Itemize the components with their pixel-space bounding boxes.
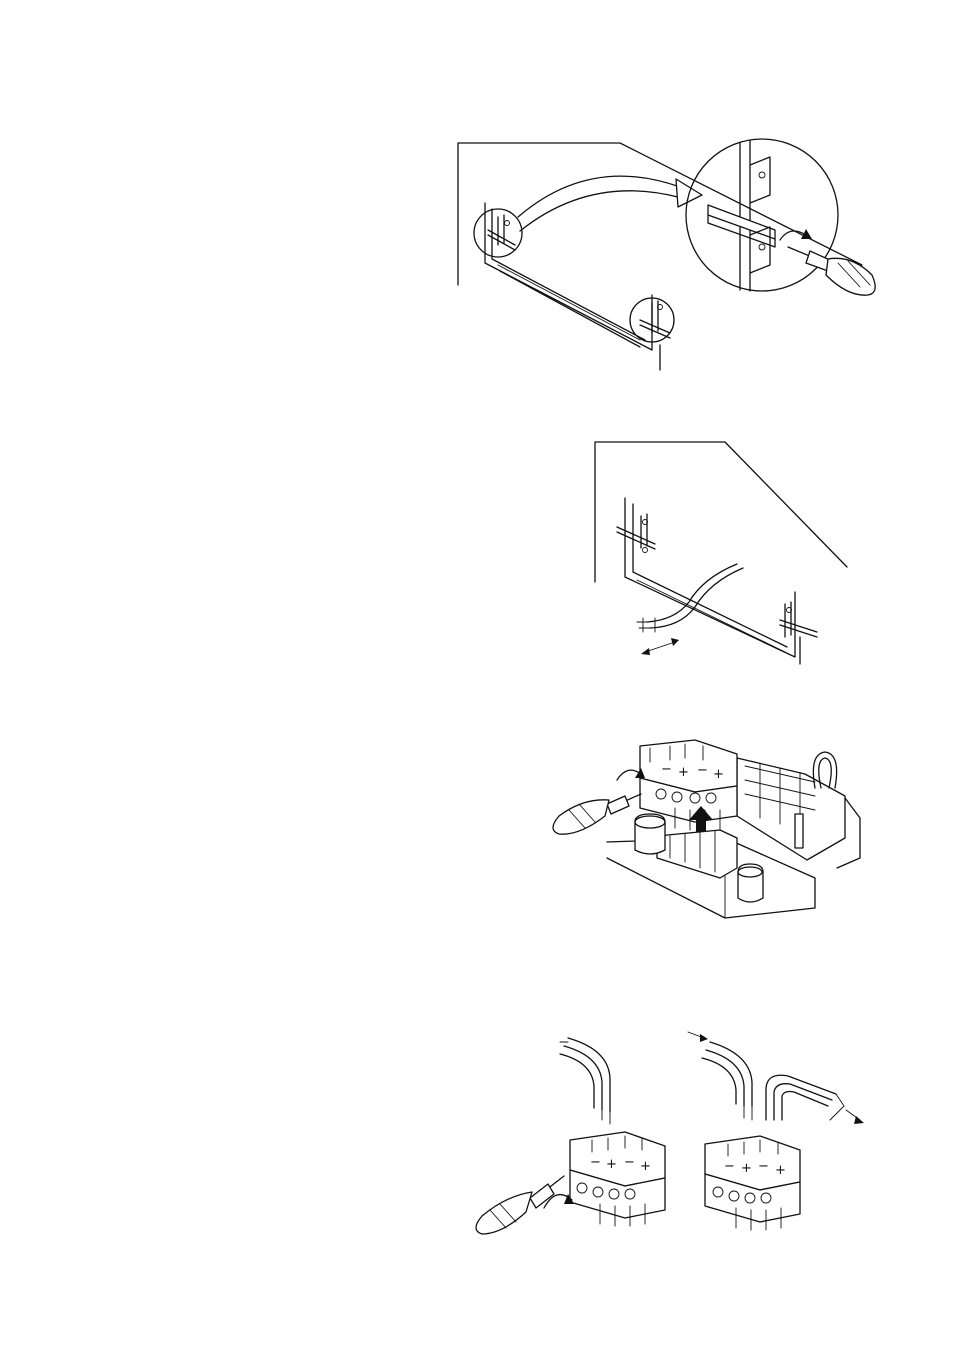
marking-minus-6: − [758, 1159, 769, 1174]
figure-panel-cable [585, 432, 860, 667]
marking-minus-2: − [697, 763, 708, 778]
marking-plus-6: + [775, 1163, 786, 1178]
figure-connector-removal: − + − + [545, 718, 875, 928]
marking-minus-4: − [624, 1155, 635, 1170]
marking-minus-1: − [661, 762, 672, 777]
marking-plus-4: + [640, 1159, 651, 1174]
marking-minus-3: − [590, 1155, 601, 1170]
marking-plus-5: + [741, 1161, 752, 1176]
figure-connector-wiring: − + − + − + − + [460, 1020, 870, 1250]
figure-panel-brackets [440, 135, 890, 375]
marking-plus-3: + [606, 1157, 617, 1172]
marking-minus-5: − [724, 1159, 735, 1174]
marking-plus-2: + [713, 767, 724, 782]
marking-plus-1: + [678, 765, 689, 780]
